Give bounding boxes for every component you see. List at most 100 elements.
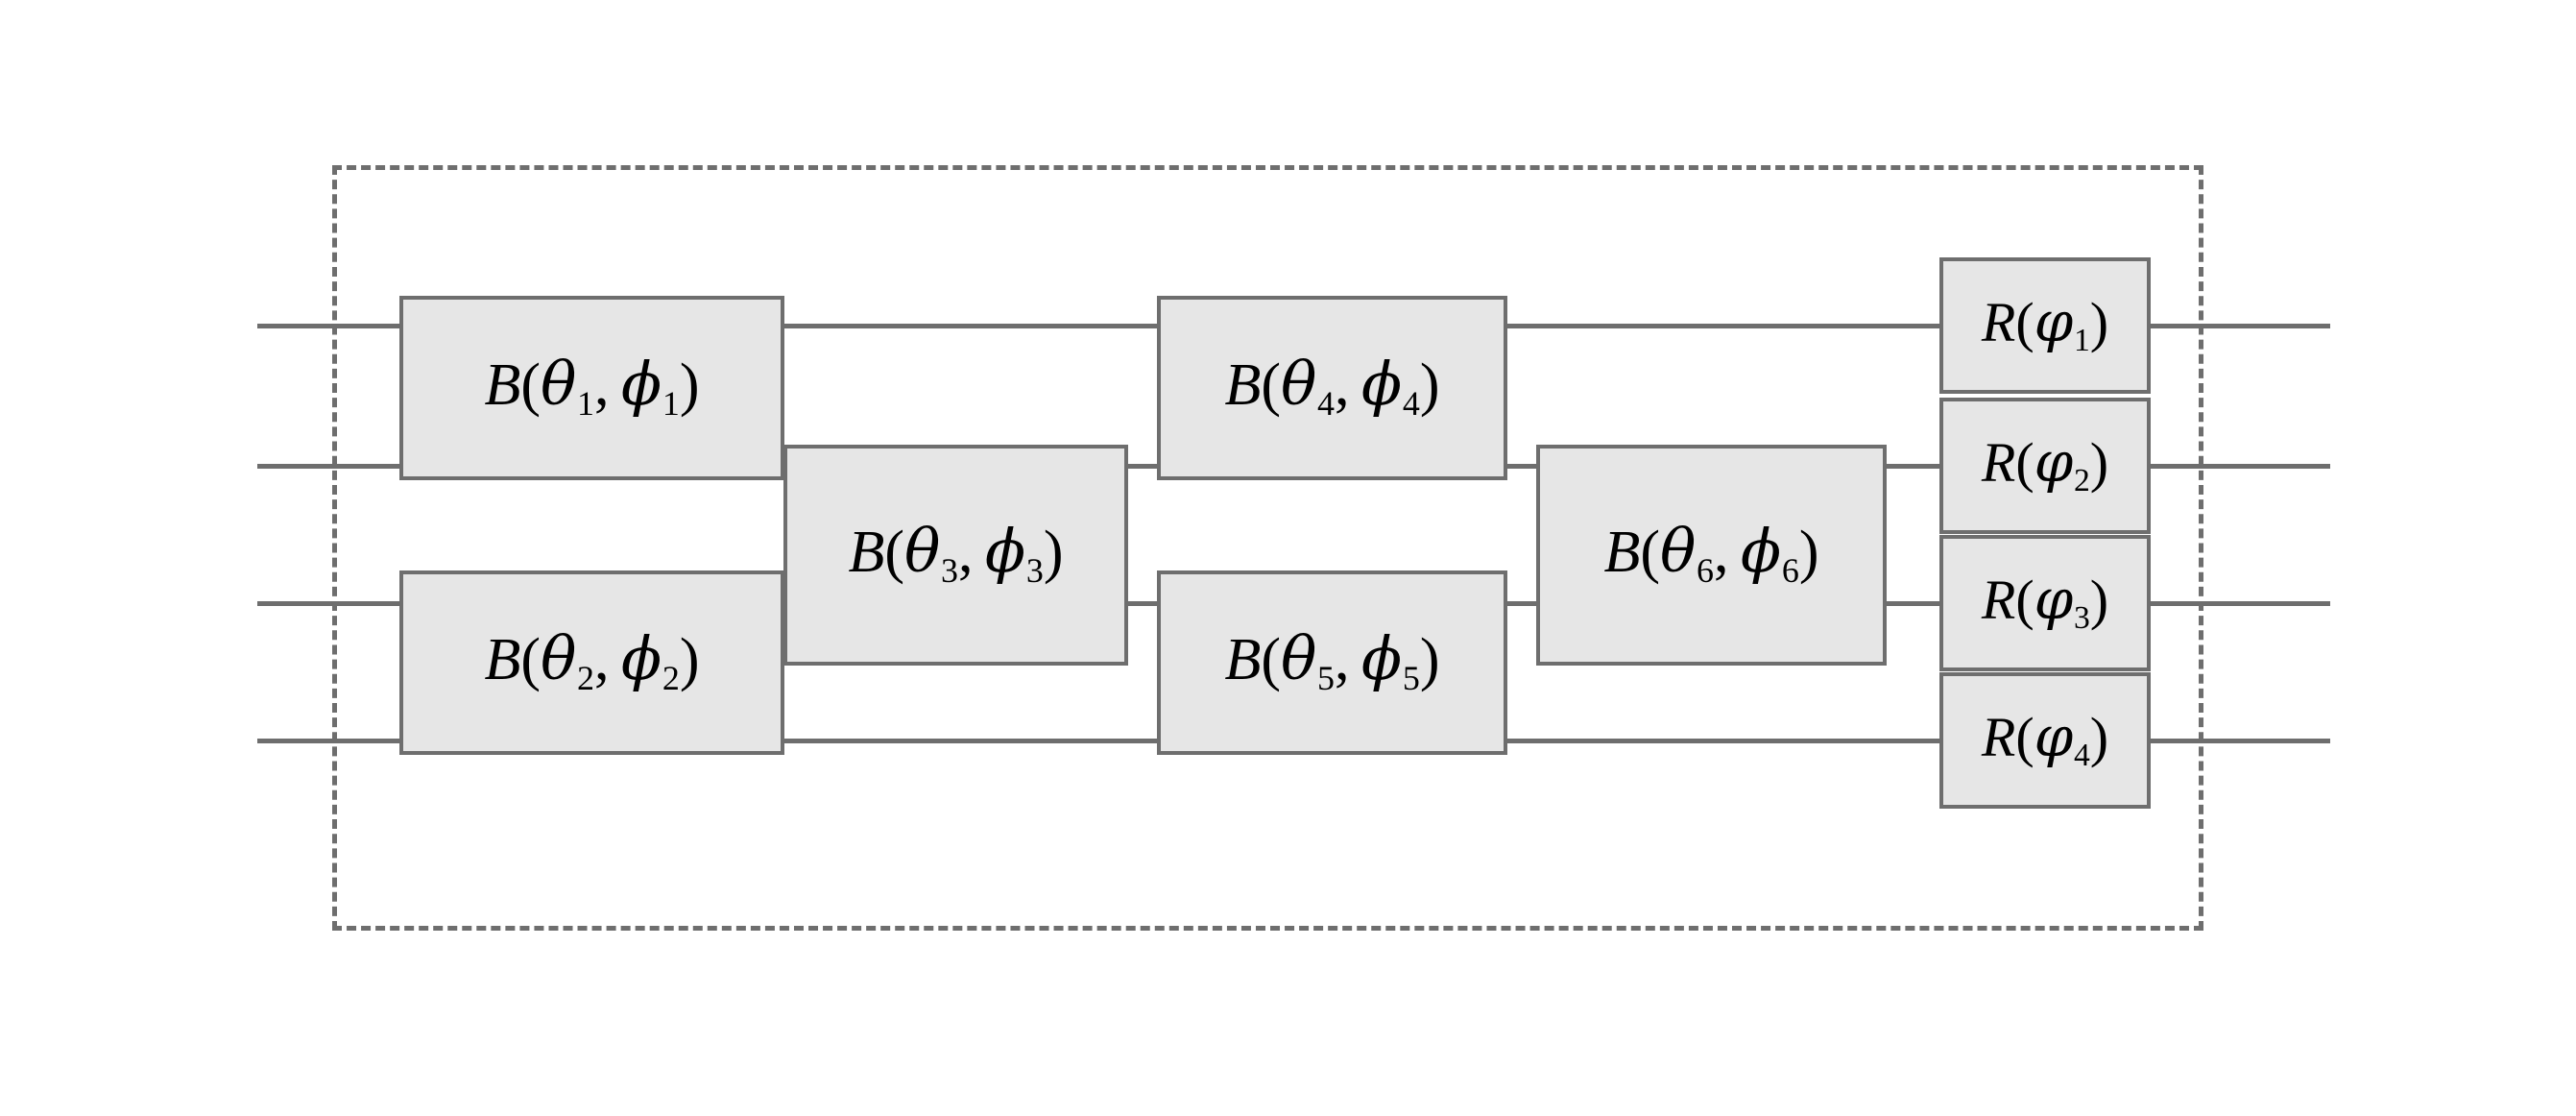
beamsplitter-gate-b3[interactable]: B(θ3, ϕ3) bbox=[783, 445, 1128, 666]
gate-symbol: B bbox=[484, 352, 521, 419]
mode-wire-3 bbox=[2149, 601, 2330, 606]
mode-wire-3 bbox=[1126, 601, 1159, 606]
mode-wire-2 bbox=[2149, 464, 2330, 469]
theta-index: 1 bbox=[577, 383, 594, 423]
phi-index: 1 bbox=[662, 383, 680, 423]
theta-symbol: θ bbox=[540, 349, 577, 420]
gate-symbol: R bbox=[1981, 291, 2016, 354]
theta-index: 4 bbox=[1317, 383, 1335, 423]
mode-wire-4 bbox=[1505, 739, 1941, 743]
gate-label: R(φ2) bbox=[1982, 434, 2108, 497]
open-paren: ( bbox=[1640, 520, 1660, 586]
comma: , bbox=[594, 627, 621, 693]
gate-symbol: B bbox=[1224, 352, 1262, 419]
gate-symbol: B bbox=[848, 520, 885, 586]
mode-wire-4 bbox=[782, 739, 1159, 743]
theta-symbol: θ bbox=[1280, 349, 1317, 420]
gate-symbol: R bbox=[1981, 569, 2016, 632]
phi-index: 5 bbox=[1402, 658, 1420, 697]
theta-symbol: θ bbox=[540, 623, 577, 694]
phi-index: 6 bbox=[1781, 550, 1799, 590]
close-paren: ) bbox=[2089, 431, 2109, 495]
varphi-index: 2 bbox=[2073, 462, 2090, 498]
varphi-index: 4 bbox=[2073, 737, 2090, 773]
gate-label: B(θ4, ϕ4) bbox=[1224, 354, 1439, 421]
phi-symbol: ϕ bbox=[1360, 349, 1403, 420]
mode-wire-2 bbox=[1505, 464, 1538, 469]
varphi-index: 1 bbox=[2073, 322, 2090, 358]
open-paren: ( bbox=[2015, 431, 2034, 495]
gate-label: B(θ1, ϕ1) bbox=[484, 354, 699, 421]
theta-symbol: θ bbox=[1659, 516, 1697, 587]
close-paren: ) bbox=[1043, 520, 1064, 586]
gate-label: B(θ3, ϕ3) bbox=[848, 522, 1063, 588]
phi-symbol: ϕ bbox=[984, 516, 1026, 587]
close-paren: ) bbox=[1419, 627, 1440, 693]
phi-index: 2 bbox=[662, 658, 680, 697]
close-paren: ) bbox=[2089, 291, 2109, 354]
beamsplitter-gate-b5[interactable]: B(θ5, ϕ5) bbox=[1157, 570, 1507, 755]
open-paren: ( bbox=[520, 627, 541, 693]
comma: , bbox=[958, 520, 985, 586]
comma: , bbox=[1335, 627, 1361, 693]
phase-shifter-gate-r4[interactable]: R(φ4) bbox=[1939, 672, 2151, 809]
phase-shifter-gate-r3[interactable]: R(φ3) bbox=[1939, 535, 2151, 671]
varphi-symbol: φ bbox=[2034, 704, 2074, 770]
gate-label: R(φ3) bbox=[1982, 571, 2108, 634]
gate-label: B(θ2, ϕ2) bbox=[484, 629, 699, 695]
gate-label: R(φ4) bbox=[1982, 709, 2108, 771]
beamsplitter-gate-b1[interactable]: B(θ1, ϕ1) bbox=[399, 296, 784, 480]
close-paren: ) bbox=[2089, 569, 2109, 632]
close-paren: ) bbox=[2089, 706, 2109, 769]
beamsplitter-gate-b2[interactable]: B(θ2, ϕ2) bbox=[399, 570, 784, 755]
circuit-enclosure-dashed-border bbox=[332, 165, 2203, 931]
mode-wire-3 bbox=[1885, 601, 1941, 606]
beamsplitter-gate-b4[interactable]: B(θ4, ϕ4) bbox=[1157, 296, 1507, 480]
comma: , bbox=[1714, 520, 1741, 586]
gate-symbol: B bbox=[484, 627, 521, 693]
phi-symbol: ϕ bbox=[620, 349, 662, 420]
mode-wire-2 bbox=[257, 464, 401, 469]
theta-index: 2 bbox=[577, 658, 594, 697]
gate-symbol: R bbox=[1981, 431, 2016, 495]
gate-label: B(θ5, ϕ5) bbox=[1224, 629, 1439, 695]
phase-shifter-gate-r1[interactable]: R(φ1) bbox=[1939, 257, 2151, 394]
varphi-symbol: φ bbox=[2034, 429, 2074, 496]
mode-wire-2 bbox=[1885, 464, 1941, 469]
close-paren: ) bbox=[1798, 520, 1819, 586]
theta-index: 6 bbox=[1697, 550, 1714, 590]
mode-wire-1 bbox=[782, 324, 1159, 328]
open-paren: ( bbox=[520, 352, 541, 419]
open-paren: ( bbox=[1261, 627, 1281, 693]
gate-symbol: B bbox=[1603, 520, 1641, 586]
beamsplitter-gate-b6[interactable]: B(θ6, ϕ6) bbox=[1536, 445, 1887, 666]
mode-wire-1 bbox=[1505, 324, 1941, 328]
theta-index: 5 bbox=[1317, 658, 1335, 697]
gate-label: R(φ1) bbox=[1982, 294, 2108, 356]
theta-symbol: θ bbox=[1280, 623, 1317, 694]
varphi-index: 3 bbox=[2073, 599, 2090, 636]
comma: , bbox=[1335, 352, 1361, 419]
gate-label: B(θ6, ϕ6) bbox=[1603, 522, 1818, 588]
mode-wire-1 bbox=[257, 324, 401, 328]
phi-symbol: ϕ bbox=[1740, 516, 1782, 587]
phase-shifter-gate-r2[interactable]: R(φ2) bbox=[1939, 398, 2151, 534]
phi-symbol: ϕ bbox=[620, 623, 662, 694]
phi-index: 4 bbox=[1402, 383, 1420, 423]
close-paren: ) bbox=[1419, 352, 1440, 419]
gate-symbol: B bbox=[1224, 627, 1262, 693]
phi-symbol: ϕ bbox=[1360, 623, 1403, 694]
open-paren: ( bbox=[2015, 291, 2034, 354]
open-paren: ( bbox=[1261, 352, 1281, 419]
varphi-symbol: φ bbox=[2034, 289, 2074, 355]
gate-symbol: R bbox=[1981, 706, 2016, 769]
mode-wire-3 bbox=[1505, 601, 1538, 606]
mode-wire-3 bbox=[257, 601, 401, 606]
theta-symbol: θ bbox=[903, 516, 941, 587]
varphi-symbol: φ bbox=[2034, 567, 2074, 633]
mode-wire-1 bbox=[2149, 324, 2330, 328]
theta-index: 3 bbox=[941, 550, 958, 590]
mode-wire-2 bbox=[1126, 464, 1159, 469]
comma: , bbox=[594, 352, 621, 419]
